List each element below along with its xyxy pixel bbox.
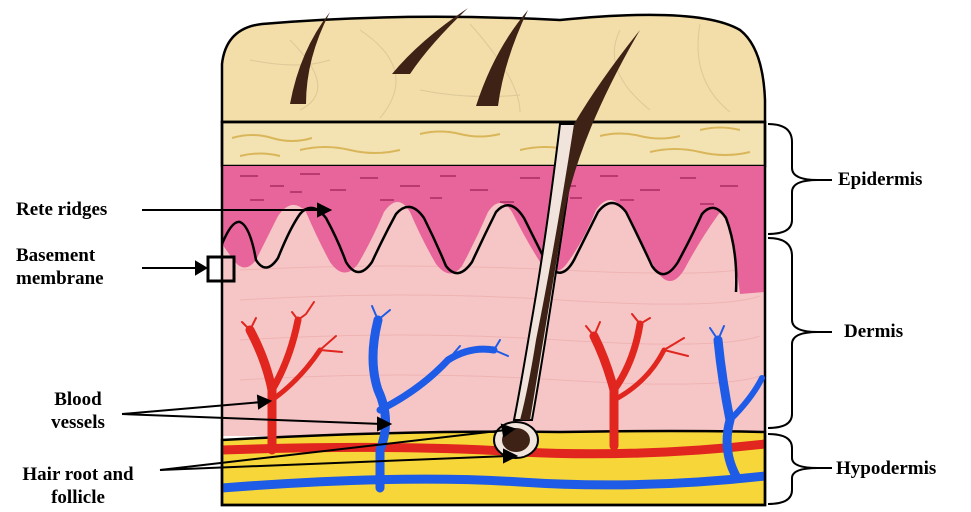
label-epidermis: Epidermis xyxy=(838,168,922,191)
label-basement-line1: Basement xyxy=(16,244,104,267)
label-dermis: Dermis xyxy=(844,320,903,343)
label-rete-ridges: Rete ridges xyxy=(16,198,107,221)
label-hair-line1: Hair root and xyxy=(8,463,148,486)
label-basement-membrane: Basement membrane xyxy=(16,244,104,290)
label-hair-root: Hair root and follicle xyxy=(8,463,148,509)
label-basement-line2: membrane xyxy=(16,267,104,290)
label-hypodermis: Hypodermis xyxy=(836,457,936,480)
layer-brackets xyxy=(768,124,832,504)
epidermis-band xyxy=(222,122,765,166)
label-blood-vessels: Blood vessels xyxy=(28,388,128,434)
label-blood-line1: Blood xyxy=(28,388,128,411)
label-hair-line2: follicle xyxy=(8,486,148,509)
label-blood-line2: vessels xyxy=(28,411,128,434)
